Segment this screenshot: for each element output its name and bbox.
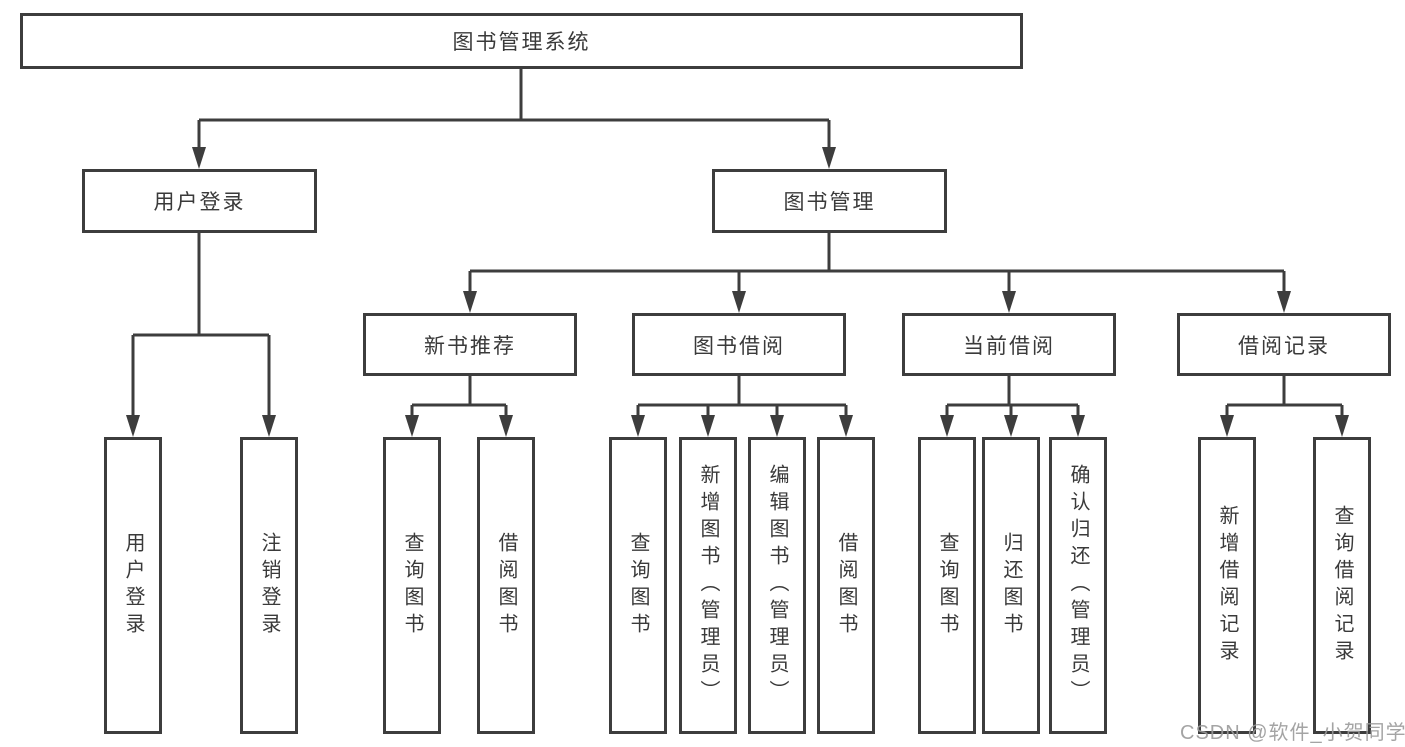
leaf-query-books-current: 查询图书	[918, 437, 976, 734]
leaf-logout-label: 注销登录	[258, 531, 280, 640]
connector-new-book-to-leaves	[405, 376, 513, 437]
leaf-query-books-current-label: 查询图书	[936, 531, 958, 640]
connector-book-mgmt-to-level3	[463, 233, 1291, 313]
node-book-management-label: 图书管理	[783, 191, 876, 214]
leaf-add-borrow-record: 新增借阅记录	[1198, 437, 1256, 734]
connector-borrow-records-to-leaves	[1220, 376, 1349, 437]
node-book-borrowing-label: 图书借阅	[693, 334, 785, 358]
node-user-login-label: 用户登录	[153, 191, 246, 214]
leaf-query-books-borrowing-label: 查询图书	[627, 531, 649, 640]
node-new-book-recommend: 新书推荐	[363, 313, 577, 376]
connector-user-login-to-leaves	[126, 233, 276, 437]
leaf-borrow-books-recommend: 借阅图书	[477, 437, 535, 734]
leaf-add-borrow-record-label: 新增借阅记录	[1216, 504, 1238, 667]
node-user-login: 用户登录	[82, 169, 317, 233]
node-root-system: 图书管理系统	[20, 13, 1023, 69]
node-current-borrowing-label: 当前借阅	[963, 334, 1055, 358]
leaf-borrow-books: 借阅图书	[817, 437, 875, 734]
leaf-query-borrow-record-label: 查询借阅记录	[1331, 504, 1353, 667]
leaf-return-books-label: 归还图书	[1000, 531, 1022, 640]
node-book-borrowing: 图书借阅	[632, 313, 846, 376]
leaf-edit-books-admin: 编辑图书（管理员）	[748, 437, 806, 734]
leaf-query-books-borrowing: 查询图书	[609, 437, 667, 734]
node-current-borrowing: 当前借阅	[902, 313, 1116, 376]
leaf-query-books-recommend: 查询图书	[383, 437, 441, 734]
leaf-user-login-label: 用户登录	[122, 531, 144, 640]
node-book-management: 图书管理	[712, 169, 947, 233]
node-root-label: 图书管理系统	[452, 31, 591, 54]
leaf-add-books-admin-label: 新增图书（管理员）	[697, 464, 719, 707]
leaf-query-borrow-record: 查询借阅记录	[1313, 437, 1371, 734]
connector-current-borrow-to-leaves	[940, 376, 1085, 437]
connector-root-to-level2	[192, 69, 836, 169]
leaf-logout: 注销登录	[240, 437, 298, 734]
leaf-edit-books-admin-label: 编辑图书（管理员）	[766, 464, 788, 707]
leaf-confirm-return-admin: 确认归还（管理员）	[1049, 437, 1107, 734]
node-borrow-records-label: 借阅记录	[1238, 334, 1330, 358]
leaf-query-books-recommend-label: 查询图书	[401, 531, 423, 640]
leaf-add-books-admin: 新增图书（管理员）	[679, 437, 737, 734]
csdn-watermark: CSDN @软件_小贺同学	[1180, 722, 1405, 744]
leaf-borrow-books-label: 借阅图书	[835, 531, 857, 640]
leaf-borrow-books-recommend-label: 借阅图书	[495, 531, 517, 640]
leaf-user-login: 用户登录	[104, 437, 162, 734]
leaf-confirm-return-admin-label: 确认归还（管理员）	[1067, 464, 1089, 707]
node-borrow-records: 借阅记录	[1177, 313, 1391, 376]
node-new-book-recommend-label: 新书推荐	[424, 334, 516, 358]
leaf-return-books: 归还图书	[982, 437, 1040, 734]
connector-book-borrow-to-leaves	[631, 376, 853, 437]
